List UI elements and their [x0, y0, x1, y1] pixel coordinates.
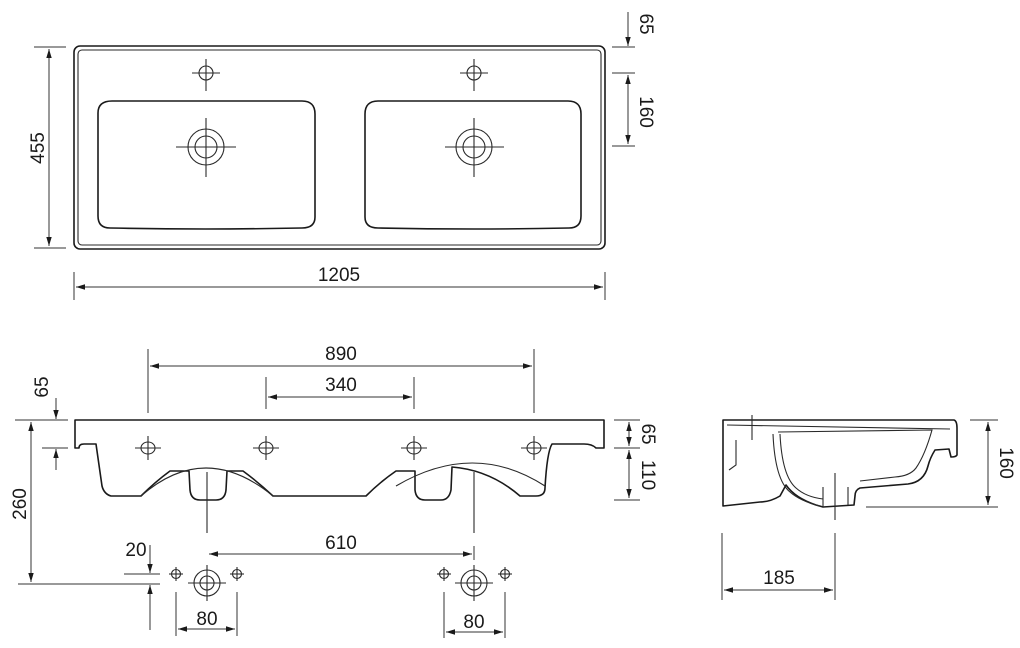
drain-fixing-right-icon [437, 565, 512, 601]
drain-left-icon [176, 118, 236, 177]
dim-mount-890: 890 [325, 344, 357, 365]
dim-rim-65-left: 65 [32, 376, 53, 397]
dim-tap-65: 65 [635, 13, 656, 34]
mount-hole-3-icon [401, 436, 427, 460]
top-view: 455 1205 65 160 [28, 12, 656, 300]
dim-fixing-80-left: 80 [196, 609, 217, 630]
tap-hole-right-icon [460, 59, 488, 91]
mount-hole-2-icon [253, 436, 279, 460]
dim-offset-20: 20 [125, 540, 146, 561]
dim-mount-340: 340 [325, 375, 357, 396]
side-view: 160 185 [721, 415, 1016, 600]
mount-hole-1-icon [135, 436, 161, 460]
dim-fixing-80-right: 80 [463, 612, 484, 633]
tap-hole-left-icon [192, 59, 220, 91]
mount-hole-4-icon [521, 436, 547, 460]
dim-bowl-110: 110 [637, 460, 658, 490]
dim-drain-160: 160 [635, 96, 656, 128]
dim-width-1205: 1205 [318, 265, 360, 286]
front-profile [74, 419, 605, 501]
drain-right-icon [445, 118, 504, 177]
dim-side-185: 185 [763, 568, 795, 589]
front-view: 890 340 65 260 65 110 610 20 [10, 344, 658, 638]
drain-fixing-left-icon [169, 565, 244, 601]
dim-height-260: 260 [10, 488, 31, 520]
left-bowl [97, 100, 316, 230]
right-bowl [364, 100, 582, 230]
basin-outline [73, 45, 606, 250]
dim-rim-65-right: 65 [637, 423, 658, 444]
dim-side-160: 160 [995, 447, 1016, 479]
dim-drain-610: 610 [325, 533, 357, 554]
dim-depth-455: 455 [28, 132, 49, 164]
side-profile [722, 419, 958, 508]
